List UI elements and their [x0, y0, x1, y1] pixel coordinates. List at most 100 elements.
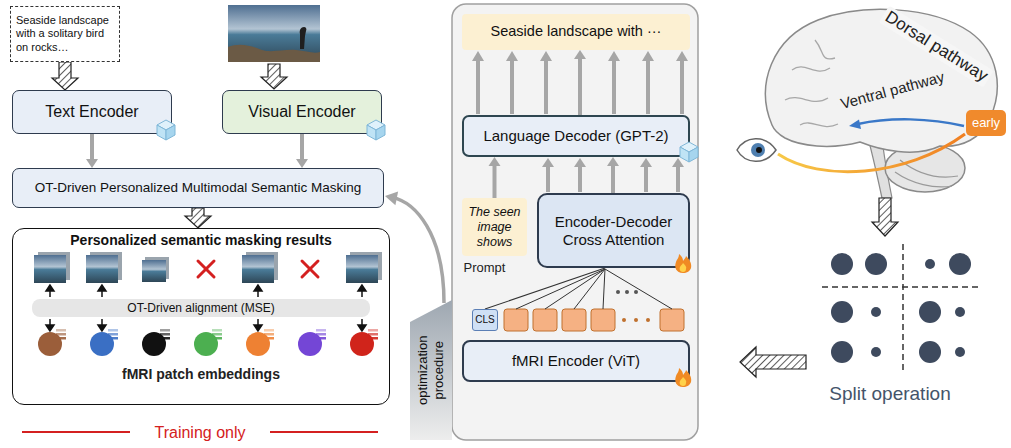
visual-pathway — [778, 134, 965, 172]
connector-line — [90, 134, 94, 161]
node-text: The seen image shows — [465, 205, 524, 250]
flow-arrow — [489, 157, 501, 198]
token-arrow — [676, 166, 680, 192]
image-patch — [142, 260, 166, 282]
training-rule — [270, 431, 378, 433]
scope-note: Training only — [140, 423, 260, 442]
hatched-arrow — [185, 208, 211, 228]
tab-shape — [410, 300, 452, 440]
patch-embedding — [264, 329, 274, 332]
model-panel — [452, 4, 698, 440]
token-arrow — [574, 158, 586, 167]
model-panel — [452, 4, 698, 440]
frozen-icon — [680, 147, 689, 162]
input-photo — [228, 5, 320, 62]
token-arrow — [672, 158, 684, 167]
flow-arrow — [296, 134, 308, 168]
output-box: Seaside landscape with ··· — [462, 14, 690, 50]
patch-embedding — [316, 329, 326, 332]
alignment-arrow — [254, 285, 262, 291]
masked-mark — [302, 261, 318, 277]
alignment-arrow — [98, 325, 106, 331]
node-text: Seaside landscape with a solitary bird o… — [16, 14, 114, 54]
patch-embedding — [56, 337, 66, 340]
panel-caption: fMRI patch embeddings — [12, 366, 390, 383]
ellipsis-dots — [622, 318, 626, 322]
patch-embedding — [212, 337, 222, 340]
ellipsis-dots — [622, 318, 650, 322]
input-photo — [228, 45, 320, 62]
masked-mark — [198, 261, 318, 277]
token-arrow — [680, 60, 684, 114]
token-arrow — [544, 60, 548, 114]
arrow-head — [86, 159, 98, 168]
frozen-icon — [367, 125, 376, 140]
fmri-token — [562, 309, 586, 331]
ellipsis-dots — [616, 290, 638, 294]
node-text: Personalized semantic masking results — [70, 232, 331, 249]
split-grid — [919, 301, 941, 323]
connector-shape — [185, 208, 211, 228]
ellipsis-dots — [616, 290, 620, 294]
patch-embedding — [368, 333, 378, 336]
fmri-token — [591, 309, 615, 331]
token-arrow — [608, 51, 620, 61]
token-link — [516, 269, 672, 309]
frozen-icon — [376, 125, 385, 140]
encoder-box: Text Encoder — [12, 90, 172, 134]
hatched-arrow — [872, 198, 898, 236]
split-grid — [822, 286, 978, 288]
token-arrow — [506, 51, 518, 61]
node-text: optimization procedure — [415, 311, 448, 429]
alignment-arrow — [358, 285, 366, 291]
token-arrow — [676, 51, 688, 61]
eye — [756, 147, 762, 153]
split-grid — [902, 244, 904, 370]
token-arrow — [644, 166, 648, 192]
connector-line — [392, 197, 444, 303]
hatched-arrow — [740, 347, 806, 377]
cls-token: CLS — [472, 309, 498, 331]
node-text: fMRI Encoder (ViT) — [512, 352, 640, 370]
ellipsis-dots — [625, 290, 629, 294]
token-arrow — [540, 51, 552, 61]
token-link — [516, 269, 605, 309]
trainable-icon — [670, 364, 696, 390]
patch-embedding — [160, 333, 170, 336]
patch-embedding — [38, 329, 378, 356]
patch-embedding — [264, 333, 274, 336]
node-text: CLS — [475, 314, 494, 326]
split-grid — [955, 307, 965, 317]
ellipsis-dots — [646, 318, 650, 322]
frozen-icon — [153, 117, 179, 143]
token-arrow — [476, 60, 480, 114]
alignment-band: OT-Driven alignment (MSE) — [32, 299, 370, 317]
brain — [766, 9, 998, 198]
patch-embedding — [368, 337, 378, 340]
token-link — [603, 269, 605, 309]
masked-mark — [302, 261, 318, 277]
split-grid — [822, 244, 978, 370]
token-arrow — [510, 60, 514, 114]
encoder-box: fMRI Encoder (ViT) — [462, 340, 690, 382]
masked-mark — [198, 261, 214, 277]
split-grid — [871, 307, 881, 317]
node-text: Visual Encoder — [248, 102, 355, 121]
feedback-arrow — [385, 192, 444, 304]
split-grid — [831, 253, 853, 275]
patch-embedding — [194, 332, 218, 356]
split-grid — [831, 301, 853, 323]
patch-embedding — [160, 337, 170, 340]
token-arrow — [646, 60, 650, 114]
token-arrow — [612, 60, 616, 114]
node-text: OT-Driven alignment (MSE) — [127, 301, 274, 315]
token-arrow — [472, 51, 484, 61]
hatched-arrow — [740, 347, 806, 377]
alignment-arrow — [254, 325, 262, 331]
token-link — [605, 269, 672, 309]
flow-arrow — [86, 134, 98, 168]
training-rule — [22, 431, 130, 433]
token-arrow — [546, 166, 550, 192]
connector-line — [611, 164, 615, 193]
visual-pathway — [849, 120, 861, 130]
